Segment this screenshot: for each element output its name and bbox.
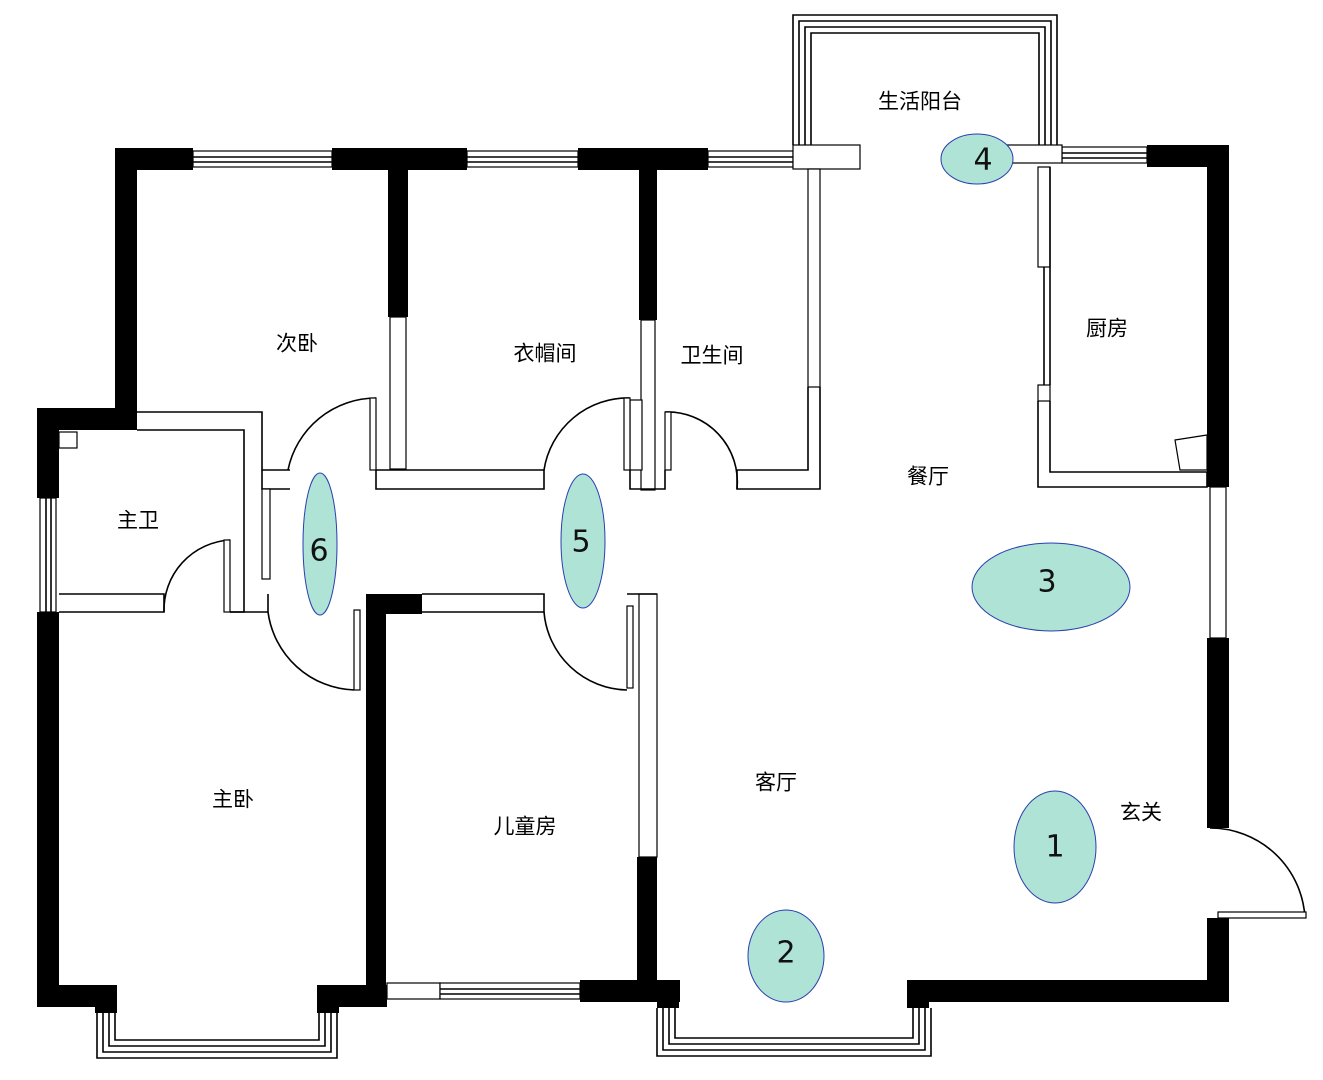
marker-1 (1013, 790, 1097, 904)
marker-3-label: 3 (1037, 565, 1056, 600)
label-kitchen: 厨房 (1086, 317, 1128, 341)
label-living: 客厅 (755, 771, 797, 795)
label-balcony: 生活阳台 (878, 90, 962, 114)
label-dining: 餐厅 (907, 465, 949, 489)
markers: 1 2 3 4 5 6 (302, 133, 1131, 1003)
marker-6-label: 6 (309, 534, 328, 569)
marker-4 (940, 133, 1014, 185)
label-foyer: 玄关 (1120, 801, 1162, 825)
label-second-bedroom: 次卧 (276, 332, 318, 356)
marker-2 (747, 909, 825, 1003)
label-master-bath: 主卫 (117, 509, 159, 533)
label-kids-room: 儿童房 (494, 815, 557, 839)
room-labels: 生活阳台 次卧 衣帽间 卫生间 厨房 主卫 餐厅 客厅 玄关 主卧 儿童房 (117, 90, 1162, 839)
marker-4-label: 4 (973, 143, 992, 178)
outer-walls (37, 145, 1229, 1013)
marker-5-label: 5 (571, 525, 590, 560)
marker-6 (302, 472, 338, 616)
marker-5 (560, 473, 606, 609)
marker-2-label: 2 (776, 936, 795, 971)
balcony-railing (792, 14, 1058, 145)
doors (163, 397, 1307, 919)
label-bathroom: 卫生间 (681, 344, 744, 368)
marker-1-label: 1 (1045, 830, 1064, 865)
interior-walls (58, 166, 1208, 1004)
label-master-bedroom: 主卧 (212, 788, 254, 812)
marker-3 (971, 542, 1131, 632)
label-cloakroom: 衣帽间 (514, 342, 577, 366)
